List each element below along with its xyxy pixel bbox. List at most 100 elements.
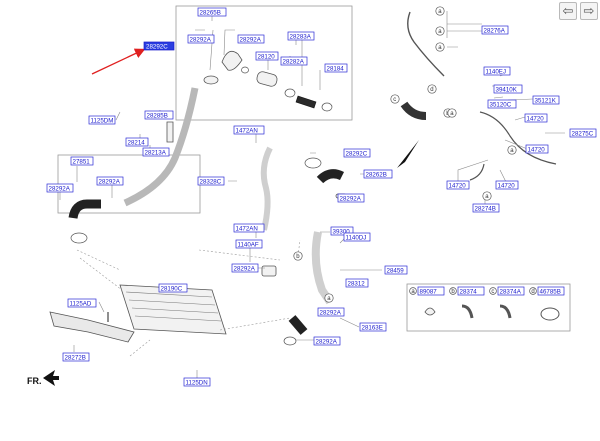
- part-number-label[interactable]: 28265B: [197, 7, 227, 16]
- legend-letter: b: [451, 289, 455, 295]
- part-number-label[interactable]: 39300: [330, 226, 354, 235]
- part-number-label[interactable]: 28292A: [231, 263, 259, 272]
- callout-circles: aaacdbaaaba: [293, 6, 517, 303]
- part-number-text: 1140EJ: [486, 68, 507, 75]
- part-number-text: 28190C: [161, 285, 183, 292]
- part-number-text: 28285B: [147, 112, 168, 119]
- part-number-label[interactable]: 14720: [524, 113, 548, 122]
- arrow-left-icon: ⇦: [562, 3, 574, 19]
- part-number-label[interactable]: 28292A: [337, 193, 365, 202]
- vacuum-pipe-part: [407, 11, 445, 77]
- part-number-label[interactable]: 1125DN: [183, 377, 211, 386]
- part-number-label[interactable]: 28274B: [472, 203, 500, 212]
- part-number-text: 28292A: [234, 265, 256, 272]
- part-number-label[interactable]: 1140EJ: [483, 66, 511, 75]
- part-number-label[interactable]: 28459: [384, 265, 408, 274]
- part-number-label[interactable]: 28292A: [317, 307, 345, 316]
- reference-lines: [76, 239, 301, 357]
- part-number-label[interactable]: 1472AN: [233, 223, 265, 232]
- part-number-text: 39300: [333, 228, 351, 235]
- intercooler-pipe-part: [123, 87, 199, 207]
- part-number-label[interactable]: 28283A: [287, 31, 315, 40]
- highlighted-part-text: 28292C: [146, 43, 168, 50]
- svg-text:a: a: [438, 29, 442, 35]
- part-number-label[interactable]: 14720: [495, 180, 519, 189]
- clamp-ring-part: [241, 66, 249, 74]
- part-number-label[interactable]: 27851: [70, 156, 94, 165]
- part-number-text: 27851: [73, 158, 91, 165]
- previous-page-button[interactable]: ⇦: [559, 2, 577, 20]
- callout-circle: a: [482, 191, 492, 201]
- part-number-label[interactable]: 28292A: [96, 176, 124, 185]
- part-number-label[interactable]: 28214: [125, 137, 149, 146]
- part-number-label[interactable]: 14720: [446, 180, 470, 189]
- vacuum-line-part: [479, 111, 557, 165]
- part-number-label[interactable]: 35121K: [532, 95, 560, 104]
- part-number-label[interactable]: 28120: [255, 51, 279, 60]
- part-number-text: 28272B: [65, 354, 86, 361]
- part-number-label[interactable]: 14720: [525, 144, 549, 153]
- part-number-text: 28282A: [283, 58, 305, 65]
- part-number-text: 28459: [387, 267, 405, 274]
- part-number-label[interactable]: 28292A: [237, 34, 265, 43]
- part-number-label[interactable]: 28285B: [144, 110, 174, 119]
- part-number-label[interactable]: 28312: [345, 278, 369, 287]
- callout-circle: c: [390, 94, 400, 104]
- svg-text:d: d: [430, 87, 433, 93]
- part-number-text: 1140AF: [238, 241, 259, 248]
- callout-circle: a: [324, 293, 334, 303]
- part-number-text: 28292A: [240, 36, 262, 43]
- part-number-label[interactable]: 28276A: [481, 25, 509, 34]
- part-number-label[interactable]: 28213A: [142, 147, 170, 156]
- part-number-label[interactable]: 28262B: [363, 169, 393, 178]
- legend-code: 89087: [420, 288, 438, 295]
- bracket-part: [166, 121, 174, 143]
- part-number-text: 28120: [258, 53, 276, 60]
- part-number-label[interactable]: 1140AF: [235, 239, 263, 248]
- lower-clamp-part: [283, 336, 297, 346]
- part-number-label[interactable]: 28292A: [187, 34, 215, 43]
- part-number-text: 28275C: [572, 130, 594, 137]
- part-number-label[interactable]: 1125DM: [88, 115, 116, 124]
- seal-ring-part: [284, 88, 296, 98]
- left-clamp-part: [70, 232, 88, 244]
- callout-circle: a: [507, 145, 517, 155]
- part-number-label[interactable]: 28292C: [343, 148, 371, 157]
- part-number-text: 1472AN: [236, 225, 258, 232]
- throttle-pipe-part: [311, 231, 334, 305]
- elbow-hose-part: [221, 50, 243, 71]
- upper-assembly-frame: [175, 5, 353, 121]
- part-number-label[interactable]: 28282A: [280, 56, 308, 65]
- intake-hose-part: [295, 95, 317, 109]
- orientation-indicator: FR.: [27, 370, 59, 386]
- svg-text:a: a: [450, 111, 454, 117]
- part-number-label[interactable]: 1125AD: [67, 298, 97, 307]
- part-number-label[interactable]: 28292A: [313, 336, 341, 345]
- part-number-label[interactable]: 39410K: [493, 84, 523, 93]
- callout-circle: a: [435, 26, 445, 36]
- svg-text:a: a: [438, 9, 442, 15]
- part-number-label[interactable]: 28272B: [62, 352, 90, 361]
- part-number-label[interactable]: 28190C: [158, 283, 188, 292]
- next-page-button[interactable]: ⇨: [580, 2, 598, 20]
- legend-code: 46785B: [540, 288, 561, 295]
- part-number-label[interactable]: 28328C: [197, 176, 225, 185]
- part-number-label[interactable]: 35120C: [487, 99, 517, 108]
- part-number-text: 1140DJ: [346, 234, 367, 241]
- highlighted-part-label[interactable]: 28292C: [143, 41, 175, 50]
- part-number-label[interactable]: 1140DJ: [343, 232, 371, 241]
- part-number-label[interactable]: 28292A: [46, 183, 74, 192]
- part-number-label[interactable]: 1472AN: [233, 125, 265, 134]
- highlight-pointer-arrow: [91, 48, 146, 75]
- part-number-label[interactable]: 28163E: [359, 322, 387, 331]
- part-number-text: 1125AD: [70, 300, 92, 307]
- part-number-text: 28214: [128, 139, 146, 146]
- part-number-text: 28328C: [200, 178, 222, 185]
- part-number-label[interactable]: 28184: [324, 63, 348, 72]
- arrow-right-icon: ⇨: [583, 3, 595, 19]
- part-number-label[interactable]: 28275C: [569, 128, 597, 137]
